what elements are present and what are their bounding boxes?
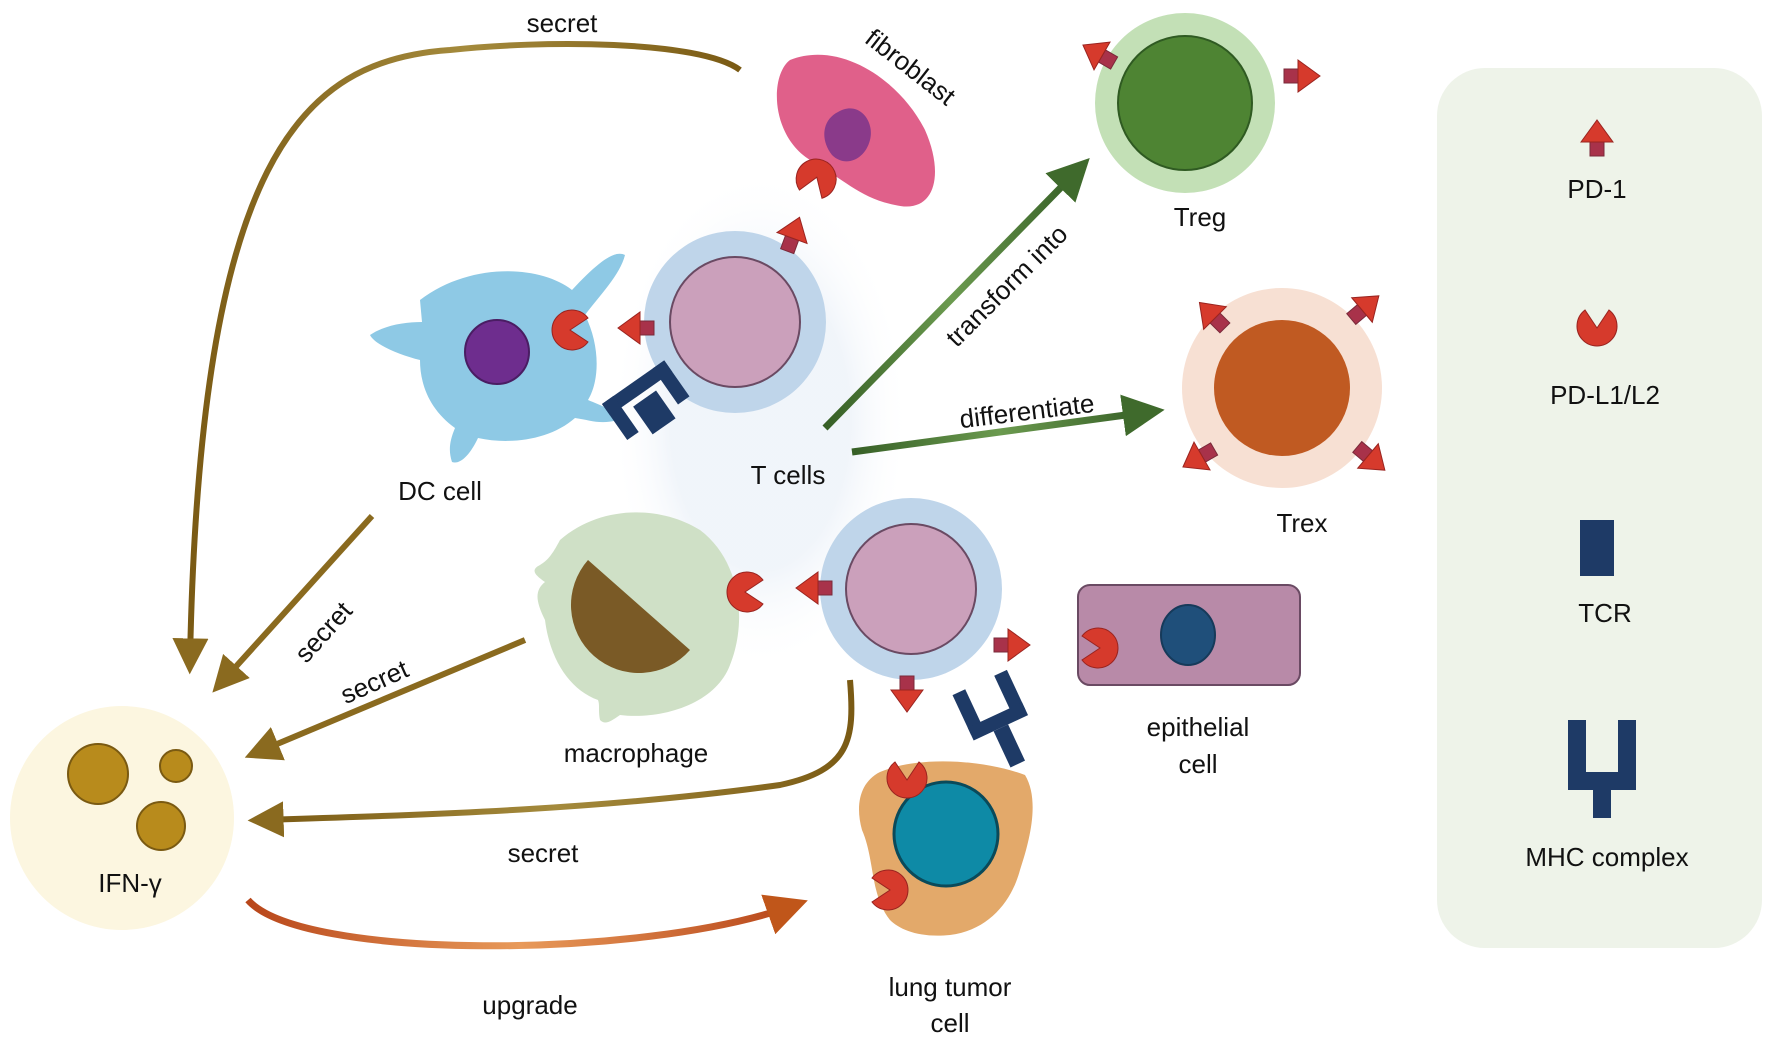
secret-bottom-label: secret	[508, 838, 580, 868]
dc-cell-label: DC cell	[398, 476, 482, 506]
dc-tcell-tcr-mhc	[601, 360, 690, 441]
lung-tumor-label-line1: lung tumor	[889, 972, 1012, 1002]
t-cell-upper	[644, 231, 826, 413]
legend-panel: PD-1 PD-L1/L2 TCR MHC complex	[1437, 68, 1762, 948]
treg-label: Treg	[1174, 202, 1227, 232]
tcell-tumor-tcr-mhc	[952, 669, 1029, 768]
differentiate-arrow	[851, 394, 1165, 456]
epithelial-label-line1: epithelial	[1147, 712, 1250, 742]
t-cell-lower	[820, 498, 1002, 680]
secret-macrophage-arrow	[244, 637, 527, 761]
secret-dc-label: secret	[288, 595, 358, 668]
t-cells-label: T cells	[751, 460, 826, 490]
upgrade-label: upgrade	[482, 990, 577, 1020]
legend-tcr-label: TCR	[1578, 598, 1631, 628]
legend-pdl-label: PD-L1/L2	[1550, 380, 1660, 410]
treg-cell	[1095, 13, 1275, 193]
macrophage-label: macrophage	[564, 738, 709, 768]
legend-mhc-icon	[1568, 720, 1636, 818]
trex-label: Trex	[1276, 508, 1327, 538]
ifn-gamma-label: IFN-γ	[98, 868, 162, 898]
tcell-tumor-pd1-pair	[886, 675, 928, 799]
trex-cell	[1182, 288, 1382, 488]
epithelial-label-line2: cell	[1178, 749, 1217, 779]
lung-tumor-label-line2: cell	[930, 1008, 969, 1038]
legend-mhc-label: MHC complex	[1525, 842, 1688, 872]
upgrade-arrow	[245, 894, 808, 950]
secret-bottom-arrow	[247, 679, 855, 838]
transform-into-arrow	[822, 158, 1090, 431]
secret-top-label: secret	[527, 8, 599, 38]
legend-pd1-label: PD-1	[1567, 174, 1626, 204]
epithelial-cell	[1077, 584, 1301, 686]
fibroblast-cell	[776, 54, 935, 207]
macrophage-cell	[534, 512, 740, 723]
ifn-gamma-cell	[10, 706, 234, 930]
dc-cell	[370, 253, 625, 463]
legend-tcr-icon	[1580, 520, 1614, 576]
secret-top-arrow	[172, 41, 742, 675]
secret-dc-arrow	[212, 513, 375, 693]
tcell-epithelial-pd1-pair	[993, 627, 1119, 669]
